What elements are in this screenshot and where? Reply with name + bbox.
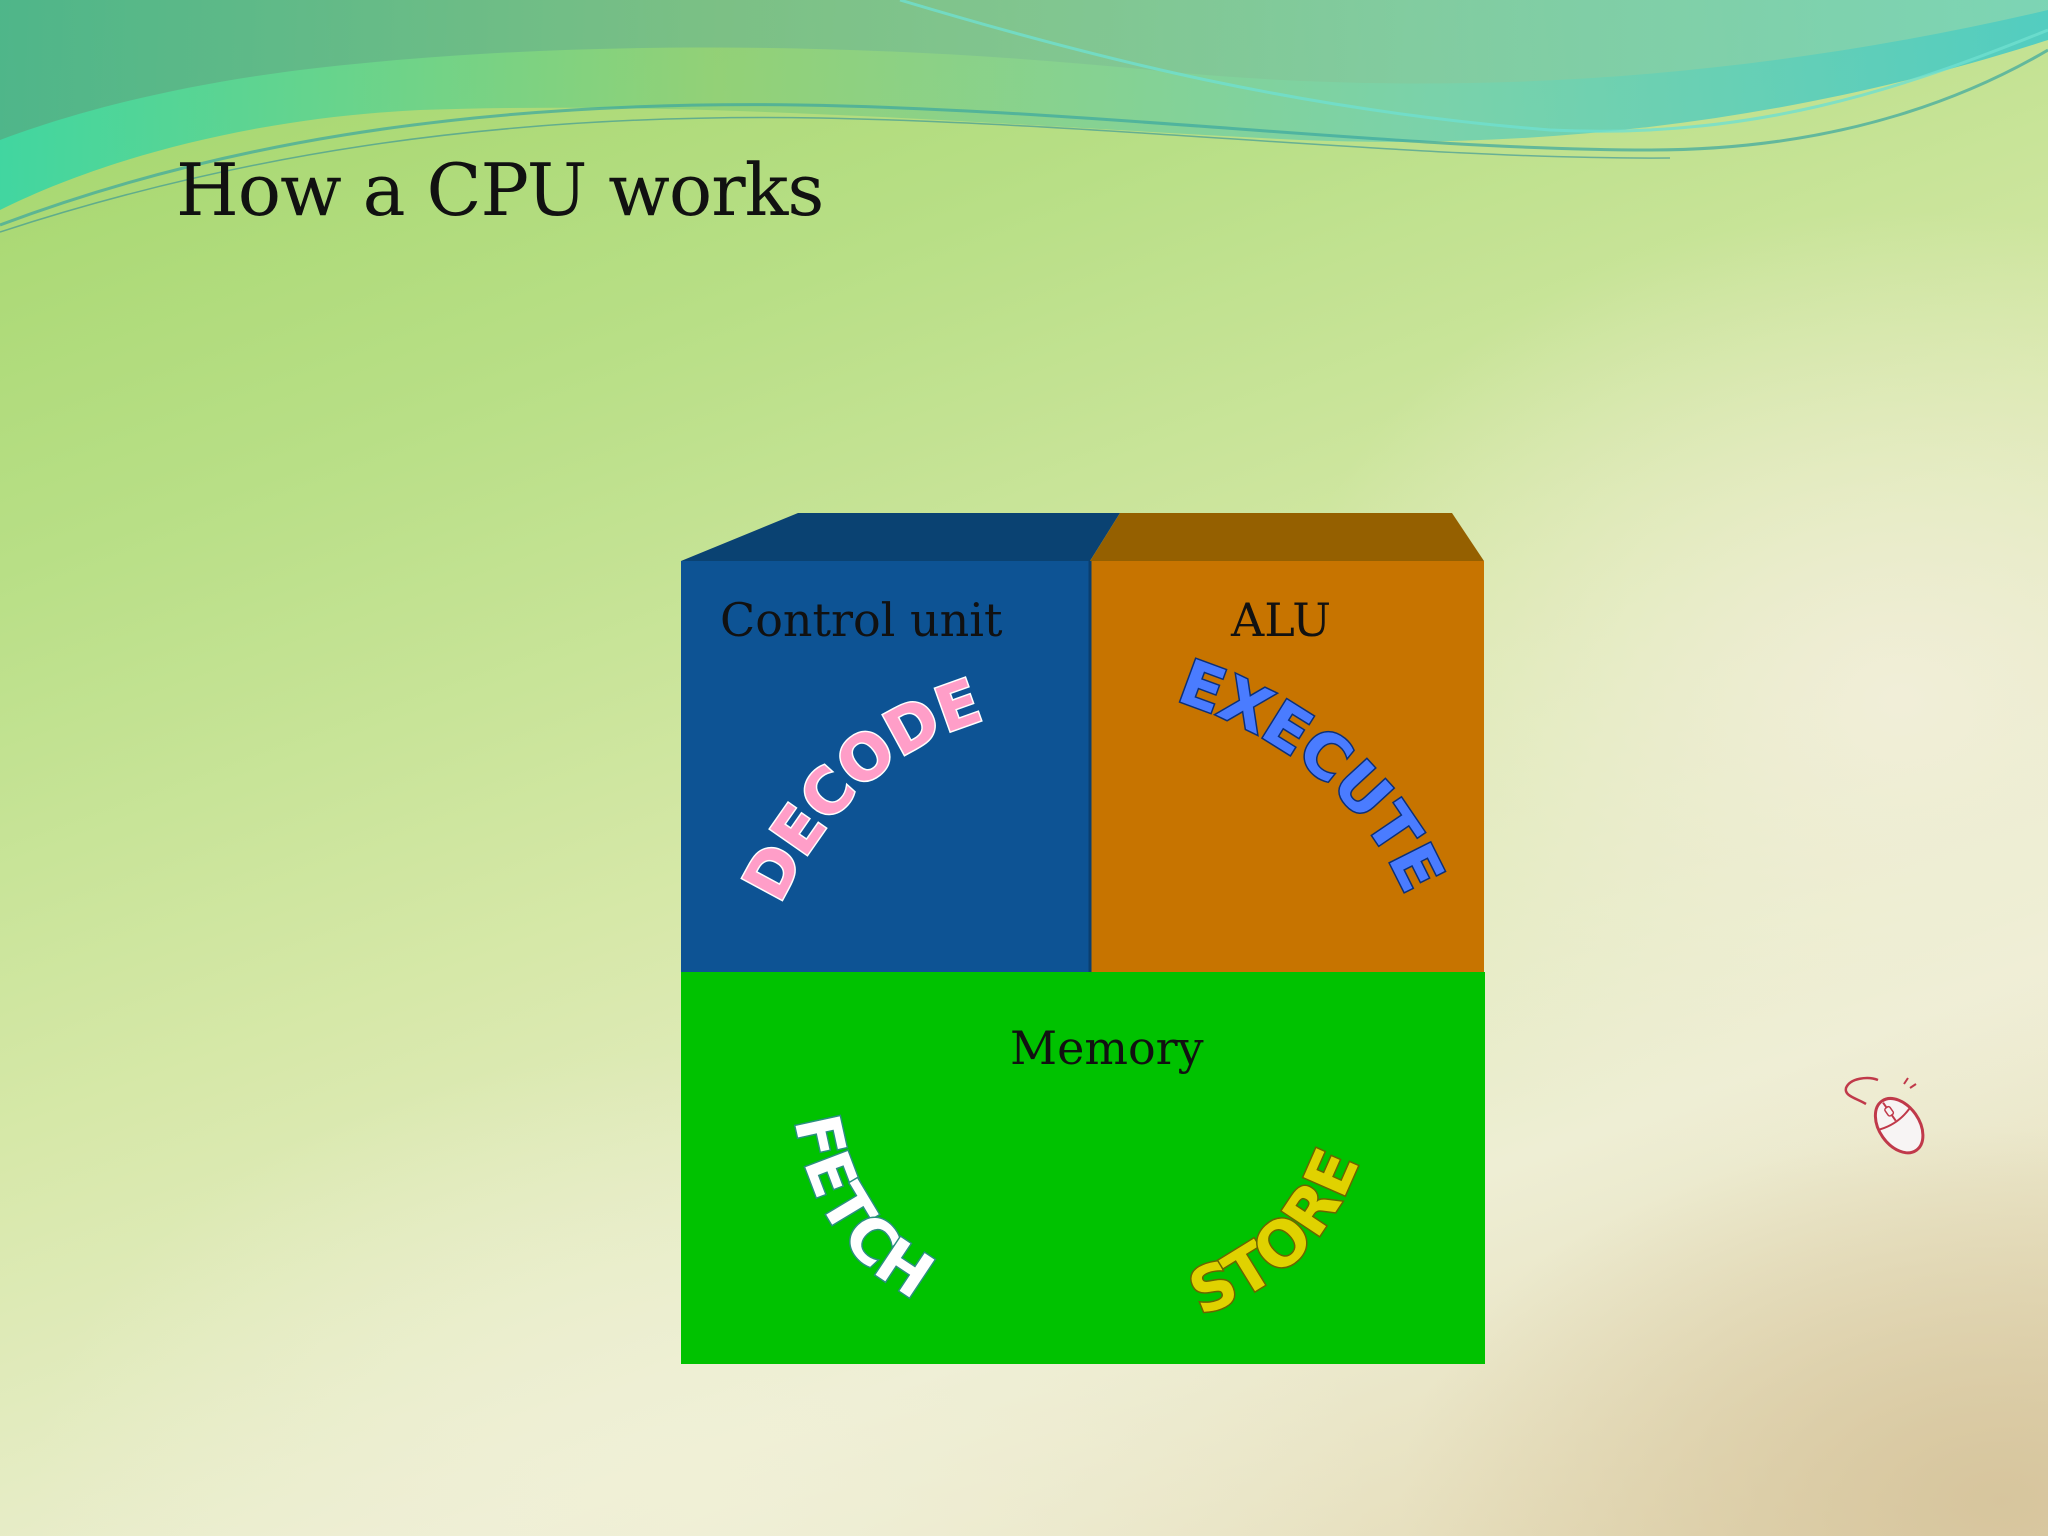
- slide-title: How a CPU works: [176, 148, 824, 232]
- alu-block: [1090, 561, 1484, 972]
- alu-label: ALU: [1230, 593, 1331, 647]
- memory-label: Memory: [1010, 1021, 1204, 1075]
- computer-mouse-icon[interactable]: [1838, 1074, 1938, 1164]
- control-unit-top-face: [681, 513, 1120, 561]
- control-unit-label: Control unit: [720, 593, 1003, 647]
- control-unit-block: [681, 561, 1090, 972]
- alu-top-face: [1090, 513, 1484, 561]
- memory-block: [681, 972, 1485, 1364]
- decorative-wave-header: [0, 0, 2048, 233]
